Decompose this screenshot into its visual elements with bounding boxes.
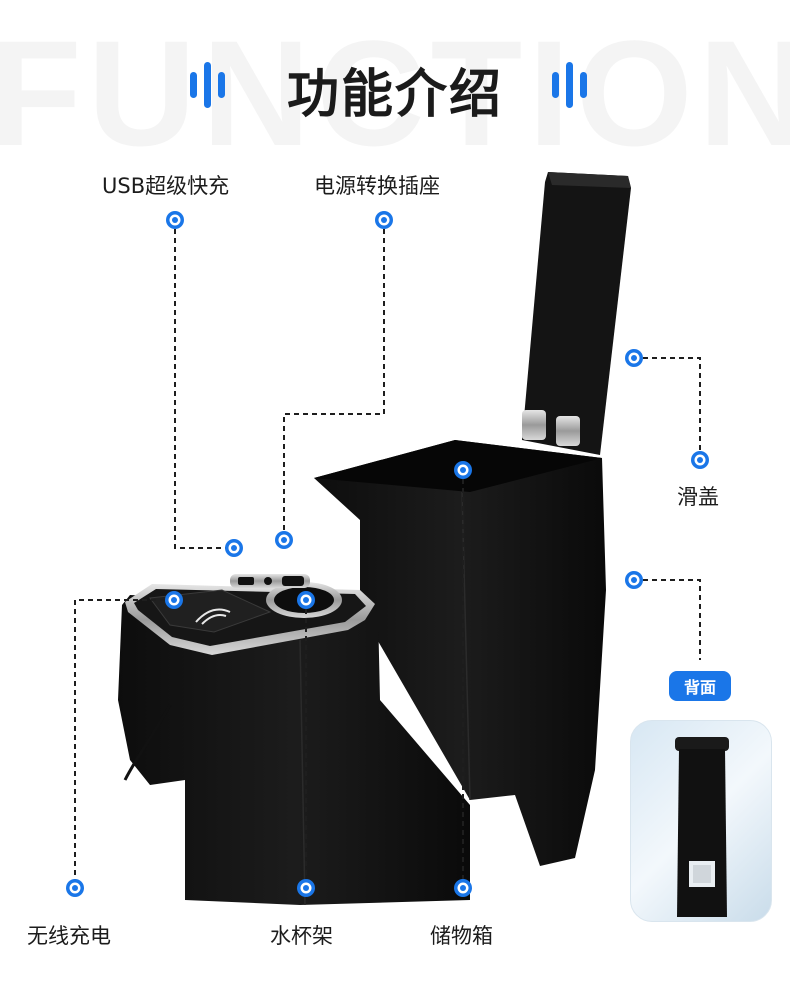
- label-wireless-charge: 无线充电: [27, 924, 111, 948]
- background-word: FUNCTION: [0, 9, 790, 177]
- back-view-badge: 背面: [669, 671, 731, 701]
- label-storage-box: 储物箱: [430, 924, 493, 948]
- label-slide-cover: 滑盖: [677, 485, 719, 509]
- back-view-illustration: [675, 737, 729, 917]
- page-title: 功能介绍: [286, 65, 503, 125]
- callout-markers: [66, 211, 709, 897]
- callout-lines: [74, 220, 701, 888]
- label-cup-holder: 水杯架: [270, 924, 333, 948]
- lid-hinges: [522, 410, 580, 446]
- back-view-thumbnail: [630, 720, 772, 922]
- slide-cover-lid: [522, 172, 631, 455]
- label-usb-charge: USB超级快充: [102, 174, 230, 198]
- front-section: [118, 595, 470, 905]
- label-power-socket: 电源转换插座: [314, 174, 440, 198]
- storage-section: [314, 440, 606, 866]
